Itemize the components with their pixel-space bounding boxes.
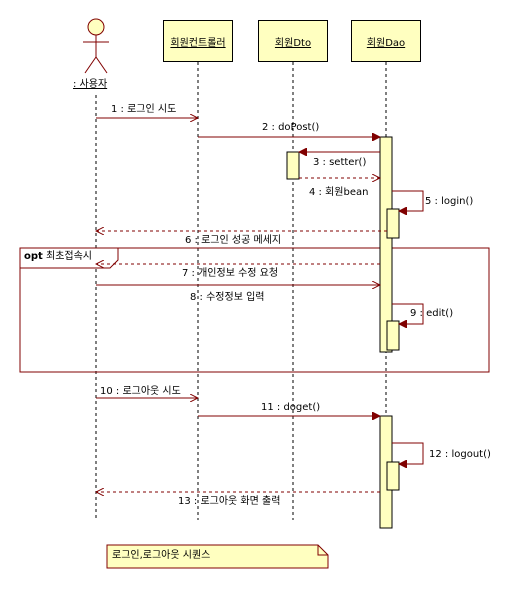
msg-label-7: 7 : 개인정보 수정 요청: [182, 268, 279, 279]
activation-dao-login: [386, 208, 400, 239]
object-dao: 회원Dao: [351, 20, 421, 62]
msg-label-3: 3 : setter(): [313, 157, 367, 168]
msg-label-9: 9 : edit(): [410, 308, 454, 319]
msg-label-12: 12 : logout(): [429, 449, 491, 460]
actor-name: : 사용자: [73, 79, 108, 90]
msg-label-10: 10 : 로그아웃 시도: [100, 386, 181, 397]
msg-label-5: 5 : login(): [425, 196, 474, 207]
opt-guard: 최초접속시: [46, 251, 92, 262]
arrow-msg-9: [392, 303, 424, 324]
activation-dao-1: [379, 136, 393, 353]
msg-label-6: 6 : 로그인 성공 메세지: [185, 235, 282, 246]
object-controller-label: 회원컨트롤러: [170, 37, 226, 49]
object-dao-label: 회원Dao: [366, 37, 406, 49]
opt-operator: opt: [24, 251, 43, 262]
msg-label-13: 13 : 로그아웃 화면 출력: [178, 496, 281, 507]
object-dto-label: 회원Dto: [274, 37, 312, 49]
note-text: 로그인,로그아웃 시퀀스: [112, 550, 211, 561]
activation-dto: [286, 151, 300, 180]
arrow-msg-12: [392, 442, 424, 464]
msg-label-2: 2 : doPost(): [262, 122, 320, 133]
note-shape: [106, 544, 329, 569]
activation-dao-edit: [386, 320, 400, 351]
msg-label-11: 11 : doget(): [261, 402, 321, 413]
actor-label: : 사용자: [73, 79, 107, 91]
actor-figure: [83, 18, 109, 74]
note-fold: [317, 545, 328, 556]
msg-label-4: 4 : 회원bean: [309, 187, 369, 198]
arrow-msg-5: [392, 190, 424, 211]
opt-fragment-label: opt 최초접속시: [24, 251, 92, 263]
msg-label-8: 8 : 수정정보 입력: [190, 292, 265, 303]
activation-dao-logout: [386, 461, 400, 491]
opt-fragment-frame: [19, 247, 490, 373]
object-controller: 회원컨트롤러: [163, 20, 233, 62]
object-dto: 회원Dto: [258, 20, 328, 62]
msg-label-1: 1 : 로그인 시도: [111, 104, 177, 115]
